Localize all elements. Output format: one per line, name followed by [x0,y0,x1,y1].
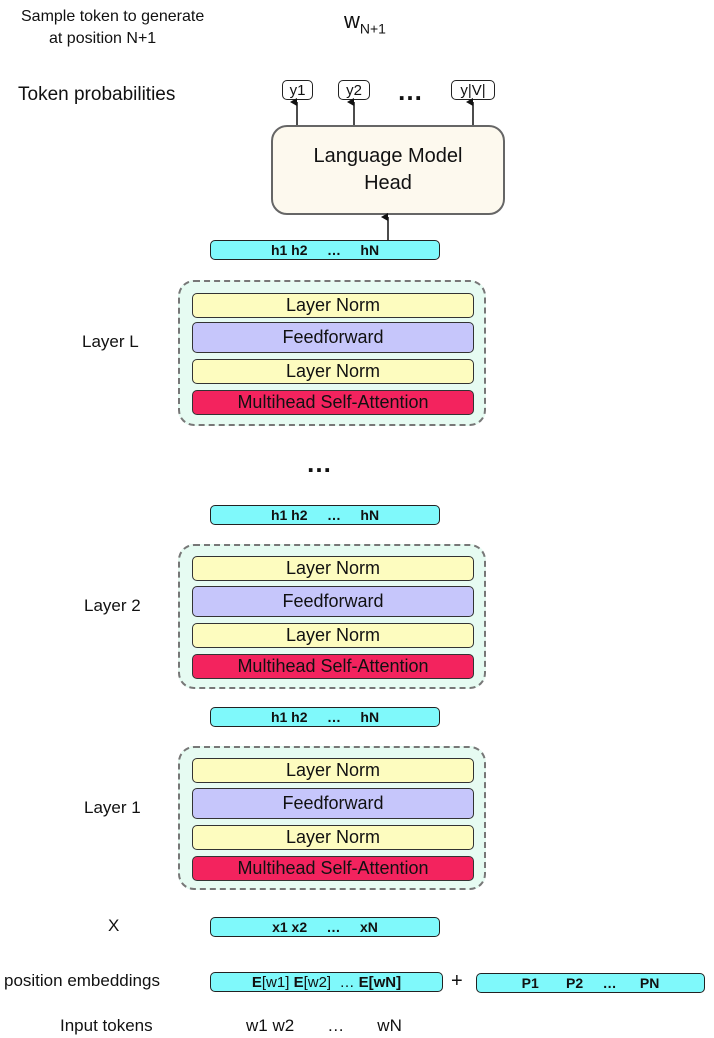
token-ellipsis: … [397,76,426,106]
feedforward: Feedforward [192,586,474,617]
input-x-bar: x1 x2 … xN [210,917,440,937]
input-tokens-label: Input tokens [60,1016,153,1035]
sample-token-label-line1: Sample token to generate [21,8,205,25]
sample-token-label-line2: at position N+1 [49,30,157,47]
output-token: wN+1 [344,8,386,36]
position-embeddings-label: position embeddings [4,971,160,990]
position-embeddings-bar: P1 P2 … PN [476,973,705,993]
hidden-state-bar-middle: h1 h2 … hN [210,505,440,525]
layer-norm-lower: Layer Norm [192,825,474,850]
layer-block-1: Layer Norm Feedforward Layer Norm Multih… [178,746,486,890]
layer-norm-lower: Layer Norm [192,623,474,648]
language-model-head: Language Model Head [271,125,505,215]
layer-label-L: Layer L [82,332,139,351]
output-token-yV: y|V| [451,80,495,100]
layer-block-2: Layer Norm Feedforward Layer Norm Multih… [178,544,486,689]
output-token-y1: y1 [282,80,313,100]
layer-norm-upper: Layer Norm [192,758,474,783]
output-token-main: w [344,8,360,33]
token-embeddings-bar: E[w1] E[w2] … E[wN] [210,972,443,992]
plus-sign: + [451,970,463,992]
layer-norm-upper: Layer Norm [192,556,474,581]
input-tokens-text: w1 w2 … wN [246,1016,402,1035]
hidden-state-bar-lower: h1 h2 … hN [210,707,440,727]
layers-ellipsis: … [306,448,335,478]
layer-block-L: Layer Norm Feedforward Layer Norm Multih… [178,280,486,426]
embed-e1: E [251,973,262,991]
layer-norm-upper: Layer Norm [192,293,474,318]
output-token-subscript: N+1 [359,20,386,37]
output-token-y2: y2 [338,80,370,100]
layer-label-2: Layer 2 [84,596,141,615]
embed-e2: E [293,973,304,991]
head-title-line1: Language Model [313,145,463,167]
multihead-self-attention: Multihead Self-Attention [192,390,474,415]
multihead-self-attention: Multihead Self-Attention [192,856,474,881]
hidden-state-bar-top: h1 h2 … hN [210,240,440,260]
token-probabilities-label: Token probabilities [18,84,176,105]
feedforward: Feedforward [192,788,474,819]
embed-ewN: E[wN] [358,973,402,991]
layer-label-1: Layer 1 [84,798,141,817]
head-title-line2: Head [364,172,412,194]
layer-norm-lower: Layer Norm [192,359,474,384]
x-label: X [108,916,120,935]
feedforward: Feedforward [192,322,474,353]
embed-w2: [w2] … [303,973,359,991]
multihead-self-attention: Multihead Self-Attention [192,654,474,679]
embed-w1: [w1] [261,973,294,991]
